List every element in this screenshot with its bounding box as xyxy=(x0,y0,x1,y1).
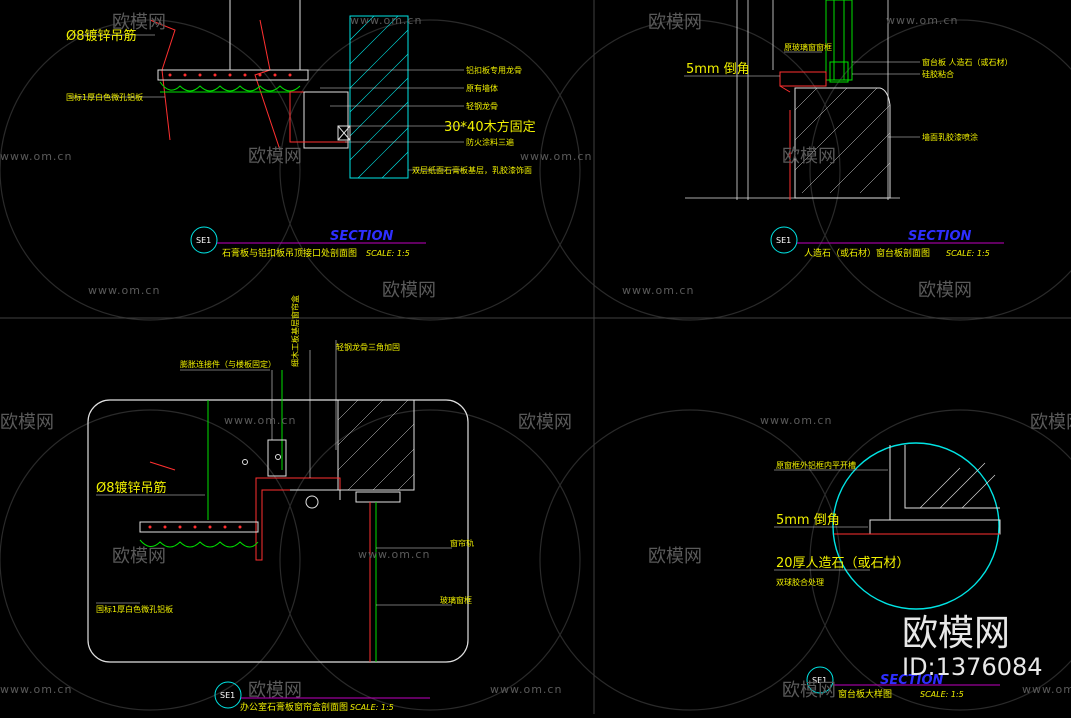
brand-stamp: 欧模网 ID:1376084 xyxy=(902,613,1043,681)
title-bl: 办公室石膏板窗帘盒剖面图 xyxy=(240,701,348,713)
label-bl-6: 玻璃窗框 xyxy=(440,595,472,605)
title-tr: 人造石（或石材）窗台板剖面图 xyxy=(804,247,930,259)
label-tr-4: 墙面乳胶漆喷涂 xyxy=(922,132,978,142)
label-bl-1: 细木工板基层窗帘盒 xyxy=(290,295,300,367)
label-tl-0: Ø8镀锌吊筋 xyxy=(66,28,137,44)
watermark-text: 欧模网 xyxy=(1030,412,1071,433)
label-bl-4: 国标1厚白色微孔铝板 xyxy=(96,604,173,614)
panel-top-right: 5mm 倒角 原玻璃窗窗框 窗台板 人造石（或石材） 硅胶粘合 墙面乳胶漆喷涂 … xyxy=(684,0,1013,259)
watermark-text: 欧模网 xyxy=(518,412,572,433)
detail-circle xyxy=(832,442,1000,610)
wall-hatch xyxy=(349,15,409,179)
label-tr-3: 硅胶粘合 xyxy=(922,69,954,79)
scale-tl: SCALE: 1:5 xyxy=(366,249,410,258)
label-tl-1: 国标1厚白色微孔铝板 xyxy=(66,92,143,102)
panel-bottom-left: 膨胀连接件（与楼板固定） 细木工板基层窗帘盒 轻钢龙骨三角加固 Ø8镀锌吊筋 国… xyxy=(87,295,474,713)
detail-frame xyxy=(87,399,469,663)
badge-br: SE1 xyxy=(812,676,827,685)
watermark-url: www.om.cn xyxy=(760,414,832,427)
watermark-url: www.om.cn xyxy=(88,284,160,297)
label-tr-1: 原玻璃窗窗框 xyxy=(784,42,832,52)
watermark-text: 欧模网 xyxy=(112,546,166,567)
label-br-0: 原窗框外铝框内平开槽 xyxy=(776,460,856,470)
label-bl-0: 膨胀连接件（与楼板固定） xyxy=(180,359,276,369)
watermark-url: www.om.cn xyxy=(350,14,422,27)
brand-name: 欧模网 xyxy=(902,613,1010,654)
label-tl-6: 防火涂料三遍 xyxy=(466,137,514,147)
title-br: 窗台板大样图 xyxy=(838,688,892,700)
section-tr: SECTION xyxy=(908,229,972,244)
section-tl: SECTION xyxy=(330,229,394,244)
label-bl-3: Ø8镀锌吊筋 xyxy=(96,480,167,496)
brand-id: ID:1376084 xyxy=(902,653,1043,681)
title-tl: 石膏板与铝扣板吊顶接口处剖面图 xyxy=(222,247,357,259)
watermark-text: 欧模网 xyxy=(382,280,436,301)
badge-tr: SE1 xyxy=(776,236,791,245)
watermark-url: www.om.cn xyxy=(886,14,958,27)
label-tl-2: 铝扣板专用龙骨 xyxy=(466,65,522,75)
watermark-text: 欧模网 xyxy=(782,680,836,701)
watermark-url: www.om.cn xyxy=(520,150,592,163)
label-br-2: 20厚人造石（或石材） xyxy=(776,556,910,571)
watermark-url: www.om.cn xyxy=(358,548,430,561)
watermark-text: 欧模网 xyxy=(112,12,166,33)
scale-bl: SCALE: 1:5 xyxy=(350,703,394,712)
label-bl-2: 轻钢龙骨三角加固 xyxy=(336,342,400,352)
label-tr-0: 5mm 倒角 xyxy=(686,62,750,77)
panel-bottom-right: 原窗框外铝框内平开槽 5mm 倒角 20厚人造石（或石材） 双球胶合处理 SE1… xyxy=(774,442,1001,700)
watermark-url: www.om.cn xyxy=(224,414,296,427)
watermark-text: 欧模网 xyxy=(782,146,836,167)
label-bl-5: 窗帘轨 xyxy=(450,538,474,548)
watermark-text: 欧模网 xyxy=(918,280,972,301)
badge-tl: SE1 xyxy=(196,236,211,245)
watermark-circles xyxy=(0,19,1071,711)
watermark-text: 欧模网 xyxy=(648,546,702,567)
watermark-text: 欧模网 xyxy=(648,12,702,33)
watermark-text: 欧模网 xyxy=(248,146,302,167)
watermark-url: www.om.cn xyxy=(1022,683,1071,696)
badge-bl: SE1 xyxy=(220,691,235,700)
watermark-url: www.om.cn xyxy=(0,150,72,163)
wall-block xyxy=(349,15,409,179)
label-tl-7: 双层纸面石膏板基层，乳胶漆饰面 xyxy=(412,165,532,175)
scale-tr: SCALE: 1:5 xyxy=(946,249,990,258)
label-tl-3: 原有墙体 xyxy=(466,83,498,93)
label-tr-2: 窗台板 人造石（或石材） xyxy=(922,57,1013,67)
section-br: SECTION xyxy=(880,673,944,688)
label-br-3: 双球胶合处理 xyxy=(776,577,824,587)
panel-top-left: Ø8镀锌吊筋 国标1厚白色微孔铝板 铝扣板专用龙骨 原有墙体 轻钢龙骨 30*4… xyxy=(66,0,536,259)
watermark-url: www.om.cn xyxy=(0,683,72,696)
watermark-layer: 欧模网 欧模网 www.om.cn www.om.cn www.om.cn 欧模… xyxy=(0,12,1071,701)
label-tl-4: 轻钢龙骨 xyxy=(466,101,498,111)
watermark-text: 欧模网 xyxy=(248,680,302,701)
label-br-1: 5mm 倒角 xyxy=(776,513,840,528)
watermark-text: 欧模网 xyxy=(0,412,54,433)
label-tl-5: 30*40木方固定 xyxy=(444,119,536,135)
watermark-url: www.om.cn xyxy=(490,683,562,696)
watermark-url: www.om.cn xyxy=(622,284,694,297)
scale-br: SCALE: 1:5 xyxy=(920,690,964,699)
